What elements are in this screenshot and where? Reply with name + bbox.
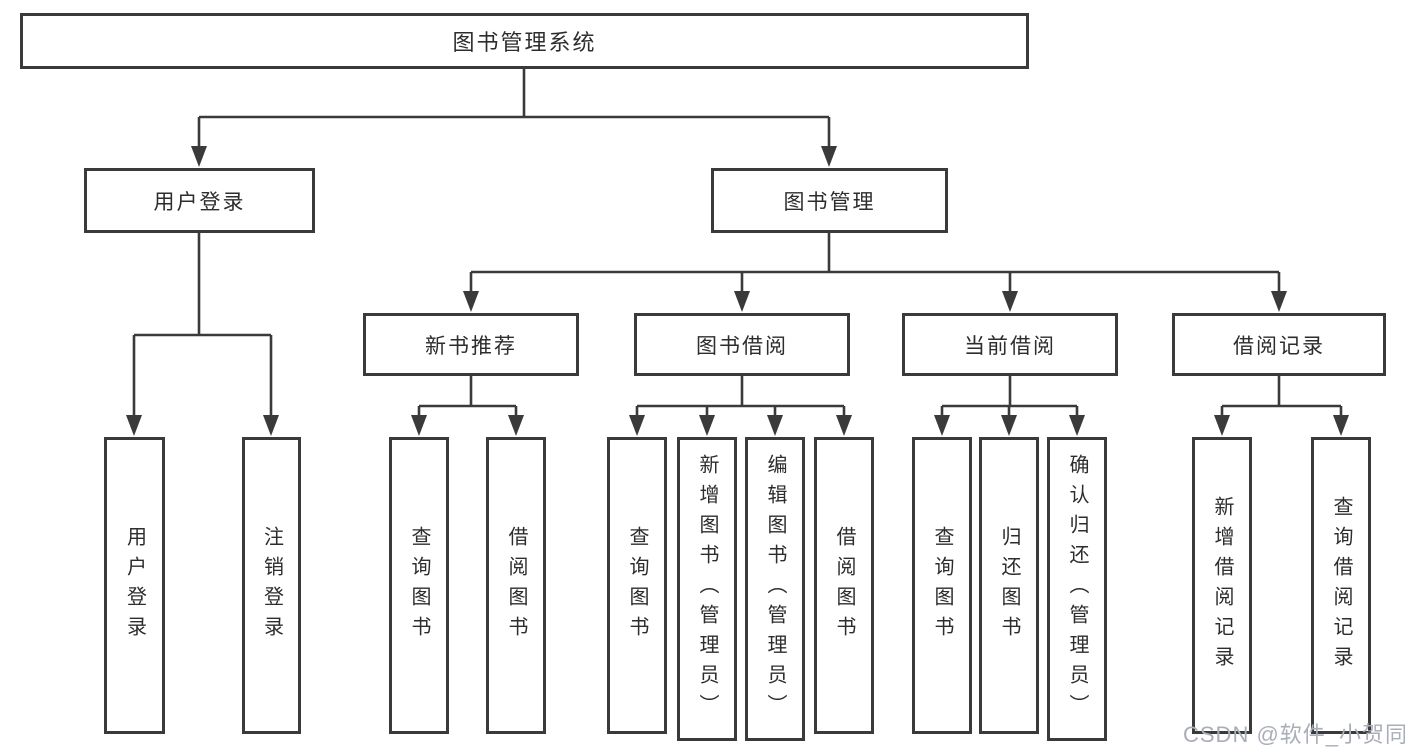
node-new-book-recommend: 新书推荐 bbox=[363, 313, 579, 376]
connector-user-login-branch bbox=[126, 233, 279, 436]
node-label: 图书管理 bbox=[783, 190, 876, 214]
node-label: 注销登录 bbox=[260, 525, 283, 646]
leaf-add-borrow-record: 新增借阅记录 bbox=[1192, 437, 1252, 734]
node-current-borrowing: 当前借阅 bbox=[902, 313, 1118, 376]
connector-root-to-level2 bbox=[191, 69, 837, 167]
node-label: 查询图书 bbox=[626, 525, 648, 646]
connector-book-borrowing-branch bbox=[629, 376, 852, 436]
node-label: 新增图书（管理员） bbox=[696, 454, 718, 724]
leaf-query-books-borrowing: 查询图书 bbox=[607, 437, 667, 734]
node-label: 查询借阅记录 bbox=[1330, 495, 1352, 676]
node-label: 借阅记录 bbox=[1233, 334, 1325, 358]
csdn-watermark: CSDN @软件_小贺同学 bbox=[1183, 722, 1405, 747]
node-label: 图书借阅 bbox=[696, 334, 788, 358]
node-label: 借阅图书 bbox=[505, 525, 527, 646]
leaf-query-books-recommend: 查询图书 bbox=[389, 437, 449, 734]
leaf-logout: 注销登录 bbox=[242, 437, 301, 734]
leaf-query-borrow-record: 查询借阅记录 bbox=[1311, 437, 1371, 734]
node-label: 用户登录 bbox=[123, 525, 146, 646]
connector-new-book-branch bbox=[411, 376, 524, 436]
node-label: 查询图书 bbox=[408, 525, 430, 646]
connector-borrow-records-branch bbox=[1214, 376, 1349, 436]
node-label: 编辑图书（管理员） bbox=[764, 454, 786, 724]
leaf-query-books-current: 查询图书 bbox=[912, 437, 972, 734]
node-label: 新书推荐 bbox=[425, 334, 517, 358]
node-label: 当前借阅 bbox=[964, 334, 1056, 358]
leaf-add-books-admin: 新增图书（管理员） bbox=[677, 437, 737, 741]
node-borrowing-records: 借阅记录 bbox=[1172, 313, 1386, 376]
leaf-return-books: 归还图书 bbox=[979, 437, 1039, 734]
leaf-borrow-books-recommend: 借阅图书 bbox=[486, 437, 546, 734]
node-label: 图书管理系统 bbox=[452, 30, 597, 55]
node-label: 新增借阅记录 bbox=[1211, 495, 1233, 676]
node-label: 借阅图书 bbox=[833, 525, 855, 646]
node-root-system: 图书管理系统 bbox=[20, 13, 1029, 69]
node-label: 查询图书 bbox=[931, 525, 953, 646]
leaf-borrow-books: 借阅图书 bbox=[814, 437, 874, 734]
node-user-login: 用户登录 bbox=[84, 168, 315, 233]
leaf-edit-books-admin: 编辑图书（管理员） bbox=[745, 437, 805, 741]
node-book-borrowing: 图书借阅 bbox=[634, 313, 850, 376]
node-book-management: 图书管理 bbox=[711, 168, 948, 233]
node-label: 归还图书 bbox=[998, 525, 1020, 646]
connector-current-borrowing-branch bbox=[934, 376, 1085, 436]
leaf-user-login: 用户登录 bbox=[104, 437, 165, 734]
leaf-confirm-return-admin: 确认归还（管理员） bbox=[1047, 437, 1107, 741]
node-label: 用户登录 bbox=[153, 190, 246, 214]
node-label: 确认归还（管理员） bbox=[1066, 454, 1088, 724]
connector-book-mgmt-to-level3 bbox=[463, 233, 1287, 312]
